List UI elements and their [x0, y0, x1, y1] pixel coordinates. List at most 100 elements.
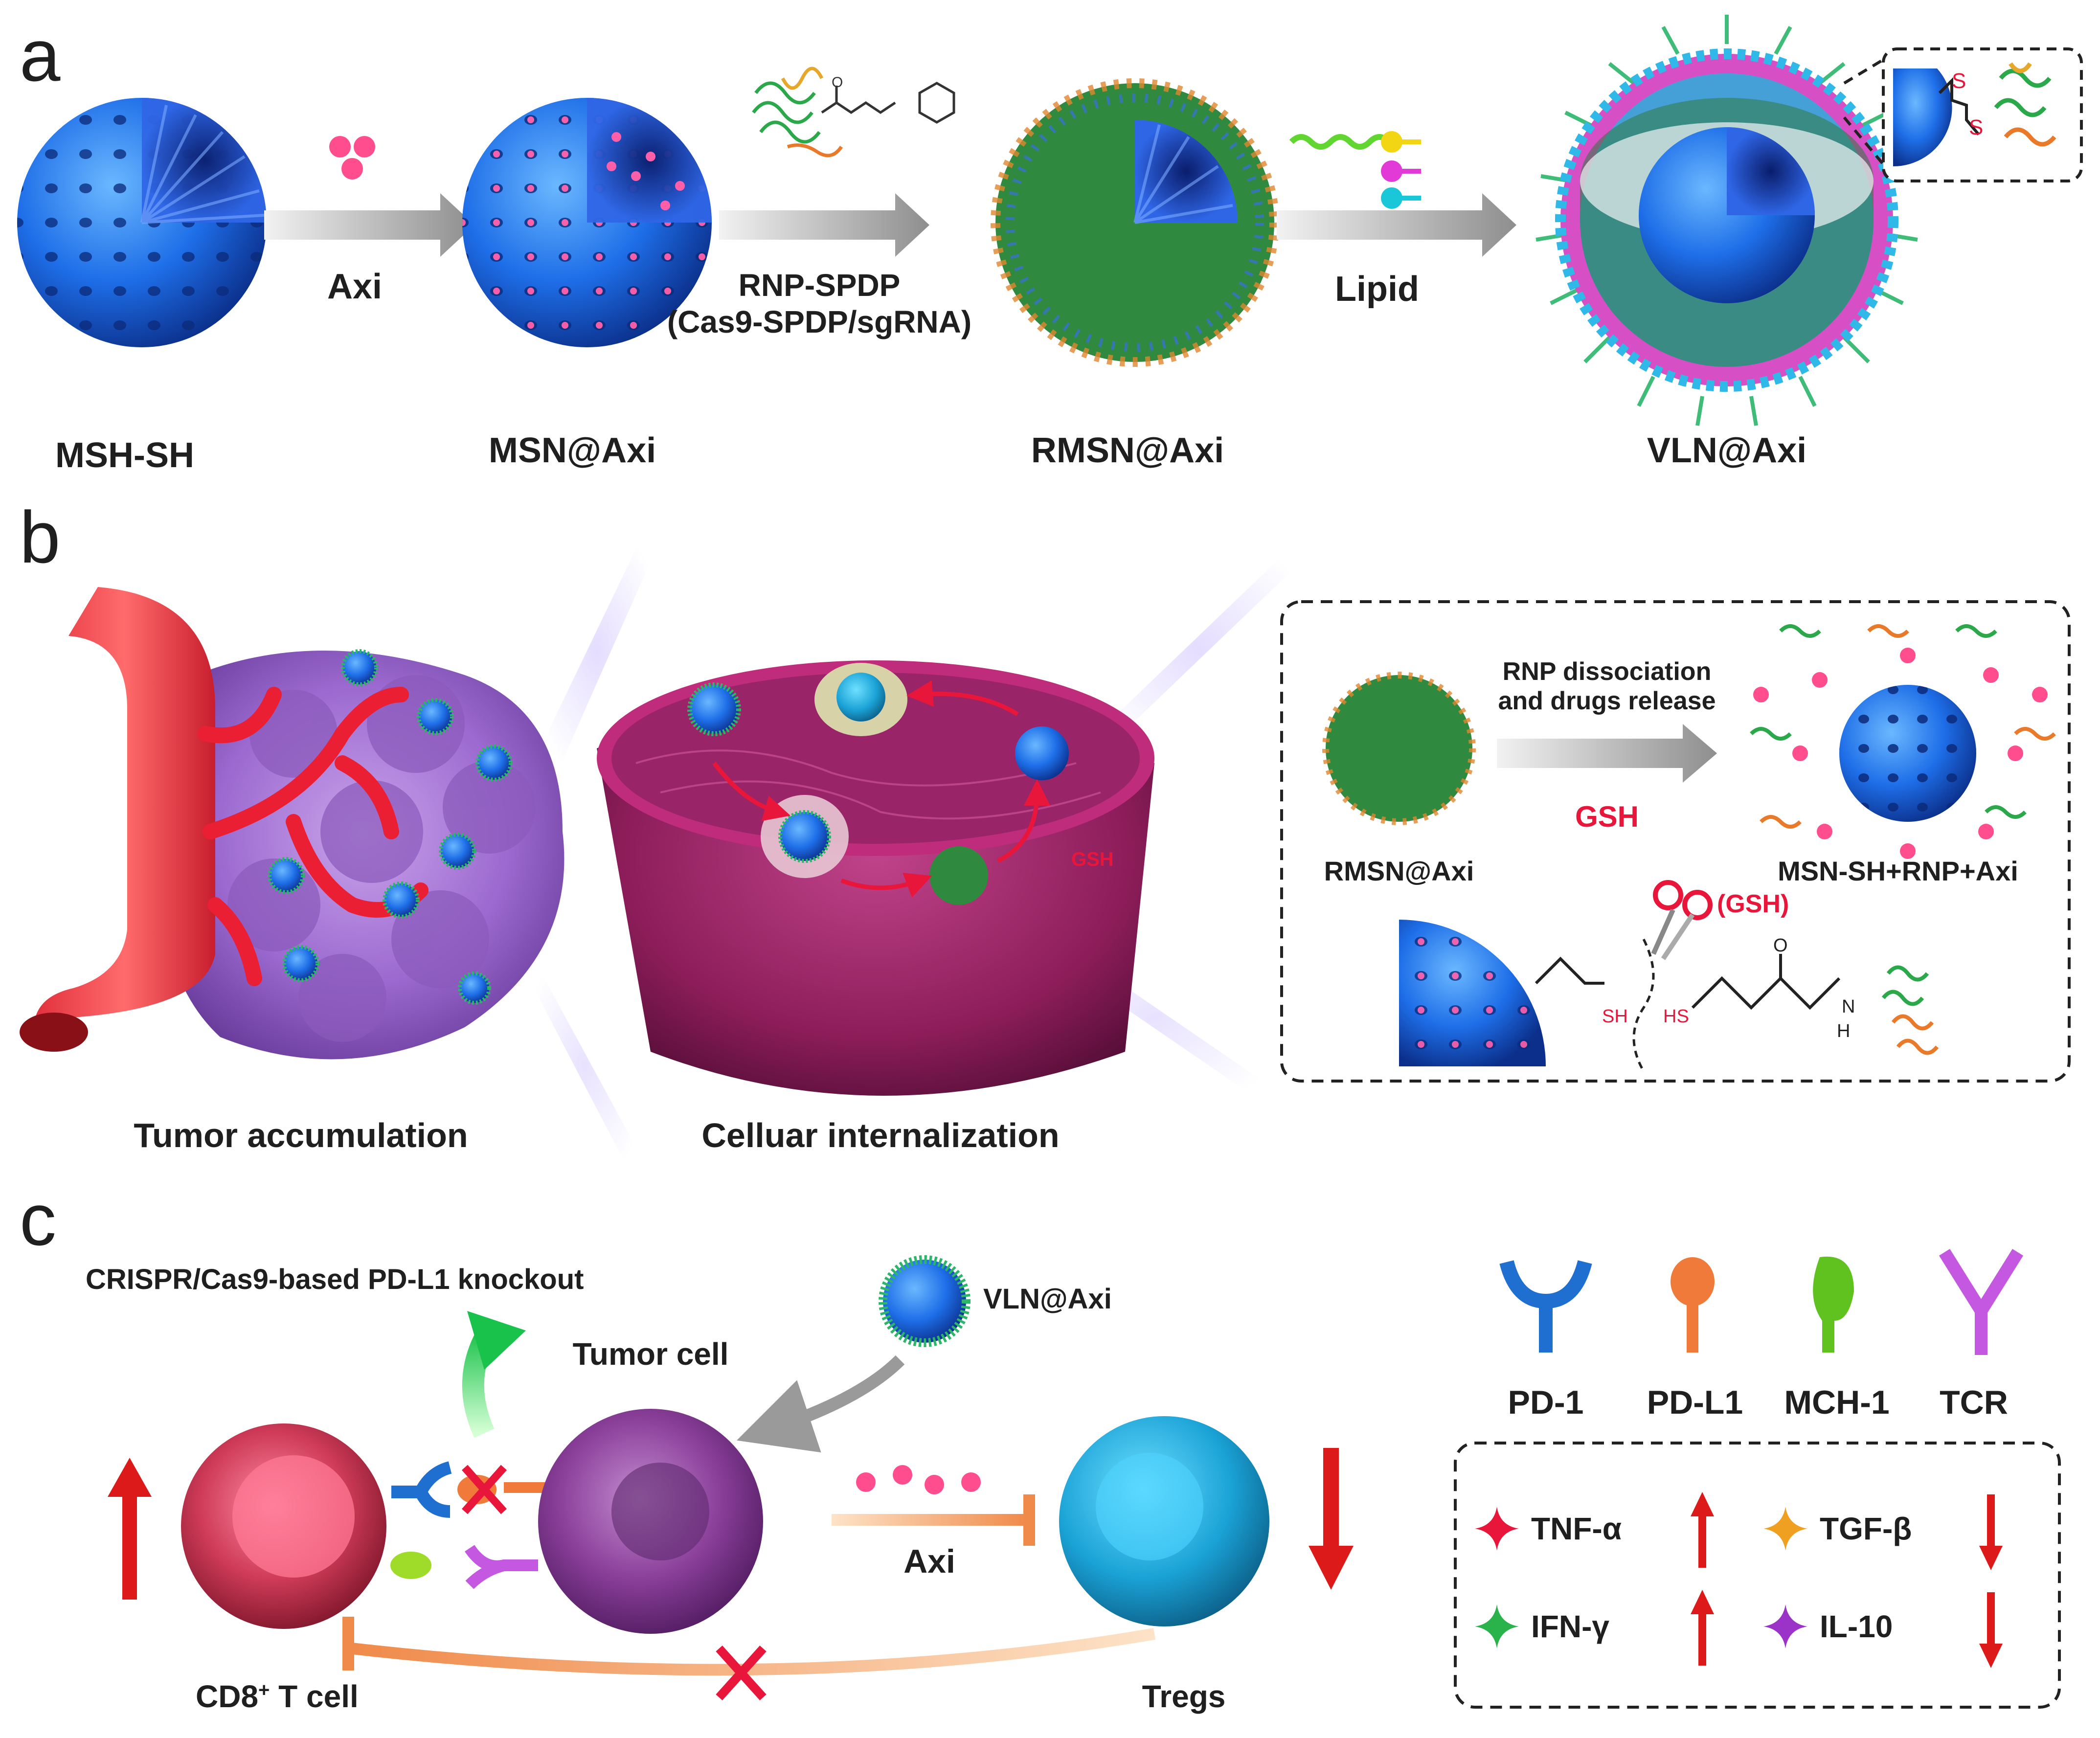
- hs-right-label: HS: [1663, 1006, 1689, 1027]
- scissors-icon: [1651, 880, 1713, 960]
- knockout-label: CRISPR/Cas9-based PD-L1 knockout: [86, 1264, 584, 1295]
- vln-axi-sphere: [1535, 15, 1918, 426]
- arrow-lipid-label: Lipid: [1335, 270, 1419, 309]
- knockout-arrow-head: [467, 1311, 526, 1370]
- axi-label: Axi: [903, 1543, 955, 1580]
- cytokine-tnf-: TNF-α: [1475, 1492, 1714, 1568]
- vln-label: VLN@Axi: [983, 1283, 1112, 1315]
- mch-1-legend-icon: [1813, 1256, 1854, 1353]
- trend-up-arrow-icon: [1691, 1590, 1714, 1666]
- glow-beam: [528, 519, 665, 783]
- cytokine-label: IL-10: [1820, 1609, 1893, 1644]
- cell-cross-section: GSH: [597, 660, 1154, 1096]
- cytokine-star-icon: [1475, 1507, 1519, 1551]
- pd-l1-legend-icon: [1671, 1257, 1715, 1353]
- box-left-label: RMSN@Axi: [1324, 856, 1474, 886]
- label-vln-axi: VLN@Axi: [1647, 431, 1806, 470]
- released-products: [1750, 624, 2056, 859]
- arrow-lipid: [1277, 193, 1516, 257]
- chem-n-atom: N: [1842, 996, 1855, 1017]
- legend-tcr: TCR: [1940, 1384, 2008, 1421]
- cd8-label: CD8+ T cell: [196, 1679, 359, 1714]
- panel-c: c CRISPR/Cas9-based PD-L1 knockout VLN@A…: [20, 1178, 2061, 1714]
- vln-uptake-arrow: [737, 1355, 905, 1453]
- tumor-mass-illustration: [20, 587, 565, 1060]
- msh-sh-sphere: [17, 98, 267, 347]
- arrow-rnp-spdp: [719, 193, 929, 257]
- receptor-legend: PD-1 PD-L1 MCH-1 TCR: [1499, 1249, 2024, 1421]
- label-rmsn-axi: RMSN@Axi: [1031, 431, 1224, 470]
- axi-drug-icon: [329, 136, 375, 180]
- panel-a: a Axi: [17, 14, 2083, 475]
- blocked-x-icon: [462, 1465, 507, 1514]
- label-msh-sh: MSH-SH: [55, 436, 194, 475]
- inset-s-atom-2: S: [1969, 115, 1983, 139]
- panel-b-letter: b: [20, 496, 60, 578]
- cytokine-ifn-: IFN-γ: [1475, 1590, 1714, 1666]
- panel-a-letter: a: [20, 14, 61, 96]
- cleavage-line: [1632, 938, 1655, 1072]
- release-arrow-label-2: and drugs release: [1498, 687, 1716, 715]
- arrow-axi: [264, 193, 474, 257]
- arrow-rnp-spdp-label-1: RNP-SPDP: [739, 268, 901, 303]
- glow-beam: [519, 949, 651, 1184]
- cytokine-label: TNF-α: [1531, 1511, 1622, 1546]
- trend-down-arrow-icon: [1979, 1494, 2003, 1570]
- release-arrow: [1497, 724, 1717, 783]
- box-right-label: MSN-SH+RNP+Axi: [1778, 856, 2018, 886]
- tumor-cell: [538, 1409, 763, 1634]
- cytokine-star-icon: [1763, 1604, 1807, 1648]
- pd1-receptor: [391, 1461, 452, 1518]
- blood-vessel: [34, 587, 215, 1037]
- glow-beam: [1076, 528, 1321, 768]
- msn-axi-sphere: [462, 98, 712, 347]
- chem-h-atom: H: [1837, 1021, 1850, 1041]
- legend-pd-1: PD-1: [1508, 1384, 1584, 1421]
- tregs-down-arrow-icon: [1309, 1448, 1354, 1590]
- cytokine-star-icon: [1763, 1507, 1807, 1551]
- tumor-cell-label: Tumor cell: [573, 1336, 729, 1372]
- rmsn-axi-sphere: [991, 78, 1279, 367]
- spdp-o-atom: O: [832, 74, 843, 90]
- arrow-axi-label: Axi: [327, 267, 382, 306]
- vln-zoom-inset: S S: [1843, 47, 2083, 182]
- release-trigger-gsh: GSH: [1575, 800, 1639, 833]
- chem-o-atom: O: [1773, 935, 1788, 956]
- treg-suppression-line: [351, 1628, 1156, 1676]
- cd8-t-cell: [181, 1423, 386, 1629]
- legend-mch-1: MCH-1: [1784, 1384, 1889, 1421]
- legend-pd-l1: PD-L1: [1647, 1384, 1743, 1421]
- gsh-release-box: RNP dissociation and drugs release GSH: [1280, 600, 2071, 1083]
- scissor-gsh-label: (GSH): [1717, 890, 1789, 918]
- arrow-rnp-spdp-label-2: (Cas9-SPDP/sgRNA): [667, 304, 971, 339]
- cytokine-label: TGF-β: [1820, 1511, 1912, 1546]
- lipid-icon: [1289, 131, 1421, 209]
- axi-inhibition-bar: [832, 1514, 1027, 1526]
- mhc-tcr-interaction: [390, 1545, 538, 1589]
- cytokine-tgf-: TGF-β: [1763, 1494, 2003, 1570]
- tcr-legend-icon: [1939, 1249, 2024, 1355]
- cytokine-star-icon: [1475, 1604, 1519, 1648]
- pd-1-legend-icon: [1499, 1260, 1592, 1353]
- release-arrow-label-1: RNP dissociation: [1503, 657, 1712, 686]
- cytokine-il-10: IL-10: [1763, 1592, 2003, 1668]
- sh-left-label: SH: [1602, 1006, 1628, 1027]
- vln-nanoparticle-icon: [879, 1255, 971, 1347]
- suppression-blocked-x-icon: [716, 1645, 767, 1701]
- cd8-up-arrow-icon: [108, 1458, 152, 1600]
- tregs-cell: [1059, 1416, 1269, 1626]
- nanoparticles-tumor: [268, 649, 513, 1005]
- tregs-label: Tregs: [1142, 1679, 1226, 1714]
- axi-drug-dots: [856, 1465, 981, 1494]
- caption-cellular-internalization: Celluar internalization: [701, 1116, 1059, 1154]
- panel-c-letter: c: [20, 1178, 56, 1261]
- trend-up-arrow-icon: [1691, 1492, 1714, 1568]
- cell-gsh-label: GSH: [1071, 849, 1114, 870]
- rnp-spdp-structure-icon: O: [752, 67, 955, 158]
- inset-s-atom-1: S: [1952, 69, 1966, 93]
- label-msn-axi: MSN@Axi: [489, 431, 656, 470]
- cytokine-label: IFN-γ: [1531, 1609, 1609, 1644]
- trend-down-arrow-icon: [1979, 1592, 2003, 1668]
